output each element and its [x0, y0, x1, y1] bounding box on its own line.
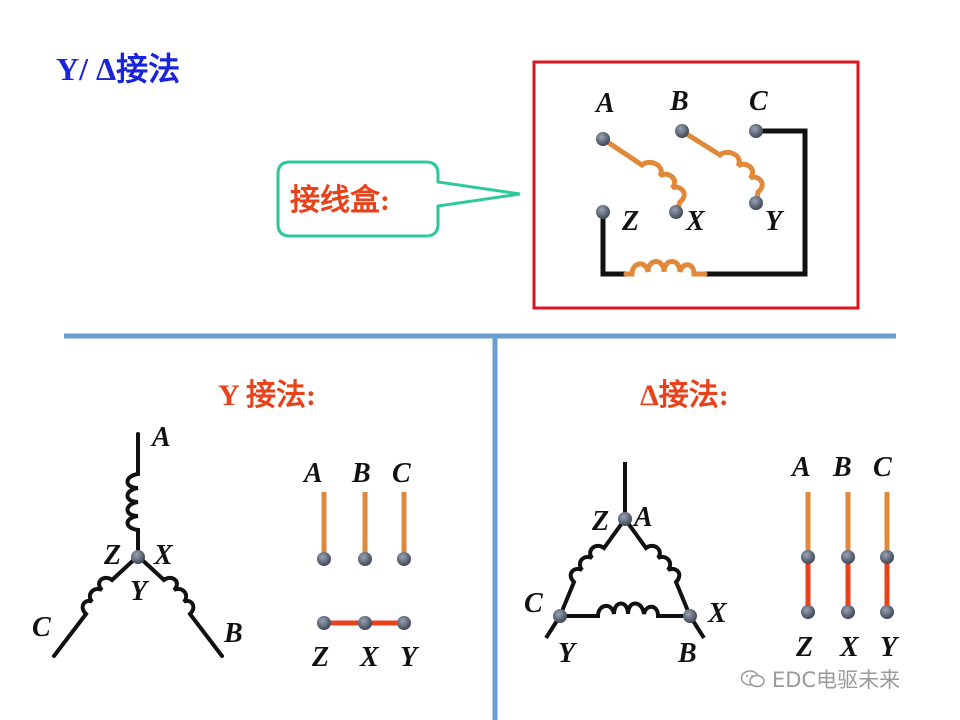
delta-connection-title: Δ接法: [640, 379, 729, 412]
watermark-text: EDC电驱未来 [772, 668, 901, 692]
callout-label: 接线盒: [290, 183, 390, 217]
star-connection-diagram: A Z X Y C B [32, 422, 243, 658]
delta-top-node [618, 512, 632, 526]
delta-label-Z: Z [591, 506, 609, 537]
star-terminal-Z-node [317, 616, 331, 630]
delta-label-Y: Y [558, 638, 578, 669]
star-terminal-C-node [397, 552, 411, 566]
delta-left-node [553, 609, 567, 623]
delta-strip-label-X: X [839, 632, 860, 663]
delta-terminal-Y-node [880, 605, 894, 619]
terminal-box-callout: 接线盒: [276, 160, 521, 238]
delta-strip-label-Y: Y [880, 632, 900, 663]
terminal-Z-node [596, 205, 610, 219]
delta-terminal-strip: A B C Z X Y [790, 452, 900, 663]
star-center-node [131, 550, 145, 564]
wechat-icon [740, 669, 766, 689]
star-strip-label-A: A [302, 458, 323, 489]
delta-strip-label-C: C [873, 452, 892, 483]
box-label-B: B [669, 86, 689, 117]
star-terminal-strip: A B C Z X Y [302, 458, 420, 673]
terminal-B-node [675, 124, 689, 138]
star-label-Z: Z [103, 540, 121, 571]
star-terminal-X-node [358, 616, 372, 630]
delta-label-A: A [632, 502, 653, 533]
star-label-B: B [223, 618, 243, 649]
terminal-Y-node [749, 196, 763, 210]
star-label-A: A [150, 422, 171, 453]
terminal-A-node [596, 132, 610, 146]
delta-terminal-Z-node [801, 605, 815, 619]
box-label-X: X [685, 206, 706, 237]
delta-strip-label-A: A [790, 452, 811, 483]
terminal-box: A B C Z X Y [532, 60, 860, 310]
delta-strip-label-Z: Z [795, 632, 813, 663]
delta-terminal-X-node [841, 605, 855, 619]
star-terminal-A-node [317, 552, 331, 566]
page-title: Y/ Δ接法 [56, 51, 181, 87]
delta-connection-diagram: Z A C Y X B [524, 462, 728, 669]
star-strip-label-Y: Y [400, 642, 420, 673]
star-strip-label-B: B [351, 458, 371, 489]
box-label-Z: Z [621, 206, 639, 237]
star-label-Y: Y [130, 576, 150, 607]
star-terminal-Y-node [397, 616, 411, 630]
star-strip-label-X: X [359, 642, 380, 673]
star-strip-label-Z: Z [311, 642, 329, 673]
delta-strip-label-B: B [832, 452, 852, 483]
star-strip-label-C: C [392, 458, 411, 489]
delta-label-B: B [677, 638, 697, 669]
terminal-C-node [749, 124, 763, 138]
delta-terminal-C-node [880, 550, 894, 564]
delta-right-node [683, 609, 697, 623]
box-label-C: C [749, 86, 768, 117]
star-terminal-B-node [358, 552, 372, 566]
y-connection-title: Y 接法: [218, 379, 317, 412]
delta-label-C: C [524, 588, 543, 619]
watermark: EDC电驱未来 [740, 664, 900, 694]
star-label-C: C [32, 612, 51, 643]
terminal-X-node [669, 205, 683, 219]
box-label-A: A [594, 88, 615, 119]
delta-label-X: X [707, 598, 728, 629]
box-label-Y: Y [765, 206, 785, 237]
delta-terminal-A-node [801, 550, 815, 564]
delta-terminal-B-node [841, 550, 855, 564]
star-label-X: X [153, 540, 174, 571]
